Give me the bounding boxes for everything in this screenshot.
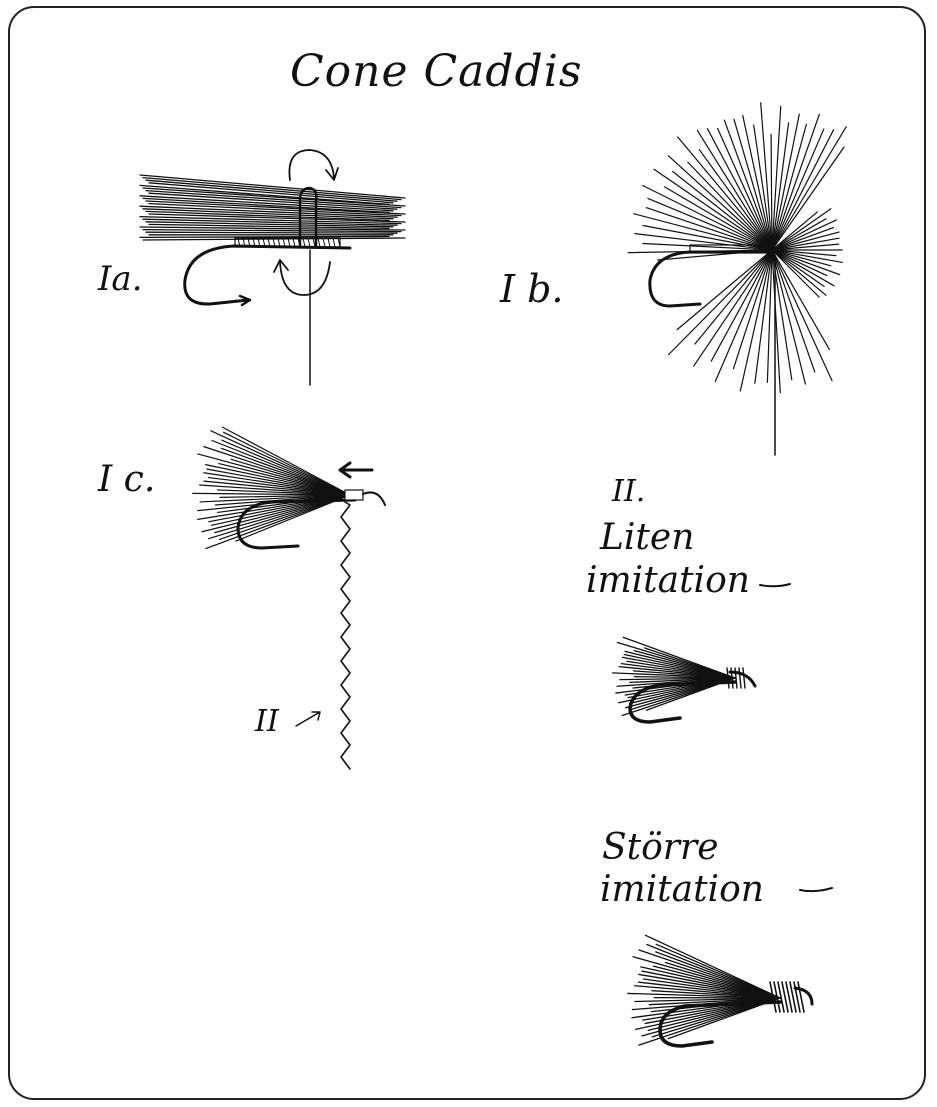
ink-stroke [668,250,772,355]
rotate-arrow-top [289,150,334,180]
small-imitation-underline [760,584,790,586]
ink-stroke [146,232,397,233]
ink-stroke [328,238,330,247]
step-1a-drawing [140,150,405,385]
ink-stroke [677,250,772,330]
ink-stroke [695,250,772,344]
hook-shape [660,1002,780,1046]
ink-stroke [209,495,350,522]
folded-wing [193,427,350,548]
large-imitation-underline [800,888,832,891]
step-1c-drawing [193,427,385,769]
ink-stroke [318,238,320,247]
ink-stroke [735,668,737,688]
small-imitation-fly [613,637,755,722]
hook-eye [363,492,385,505]
ink-stroke [739,668,741,688]
rotate-arrow-bottom [280,262,330,295]
large-imitation-fly [628,935,812,1046]
hook-shape [185,246,350,304]
twisted-thread [341,502,350,769]
ink-stroke [727,668,729,688]
ink-stroke [743,668,745,688]
ink-stroke [323,238,325,247]
ink-stroke [772,250,832,381]
ink-stroke [313,238,315,247]
ink-stroke [772,124,806,250]
ink-stroke [333,238,335,247]
ink-stroke [643,186,772,250]
step-1b-drawing [628,103,846,455]
flared-hair [628,103,846,393]
hair-bundle [140,175,405,240]
direction-arrow [340,463,372,477]
ink-stroke [140,236,389,237]
head-wraps [345,490,363,500]
marker-arrow [296,712,320,726]
ink-stroke [772,250,829,349]
ink-stroke [694,250,772,366]
